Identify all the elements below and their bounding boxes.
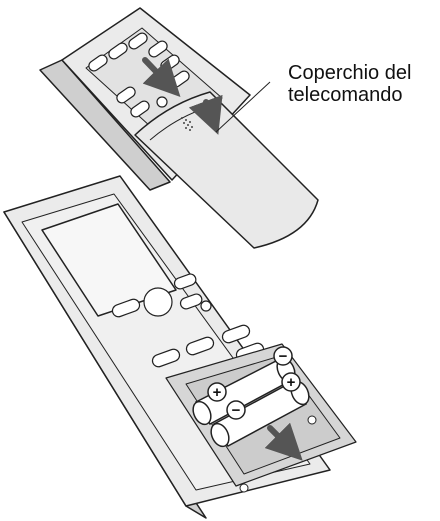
remote-buttons: [111, 273, 265, 368]
cover-callout: Coperchio del telecomando: [288, 62, 411, 106]
top-remote-buttons: [88, 32, 190, 118]
callout-line-1: Coperchio del: [288, 62, 412, 84]
insert-arrow: [264, 422, 303, 461]
battery-2-minus-sign: −: [232, 402, 241, 419]
bottom-remote: [3, 175, 357, 519]
battery-1-minus-sign: −: [279, 348, 288, 365]
slide-arrows: [142, 57, 223, 135]
lcd-screen: [41, 203, 177, 317]
battery-1-plus-sign: +: [213, 384, 222, 401]
battery-2-plus-sign: +: [287, 374, 296, 391]
callout-line-2: telecomando: [288, 84, 403, 106]
callout-leader: [215, 81, 271, 133]
remote-cover: [134, 91, 319, 249]
polarity-marks: + + − −: [207, 346, 301, 420]
